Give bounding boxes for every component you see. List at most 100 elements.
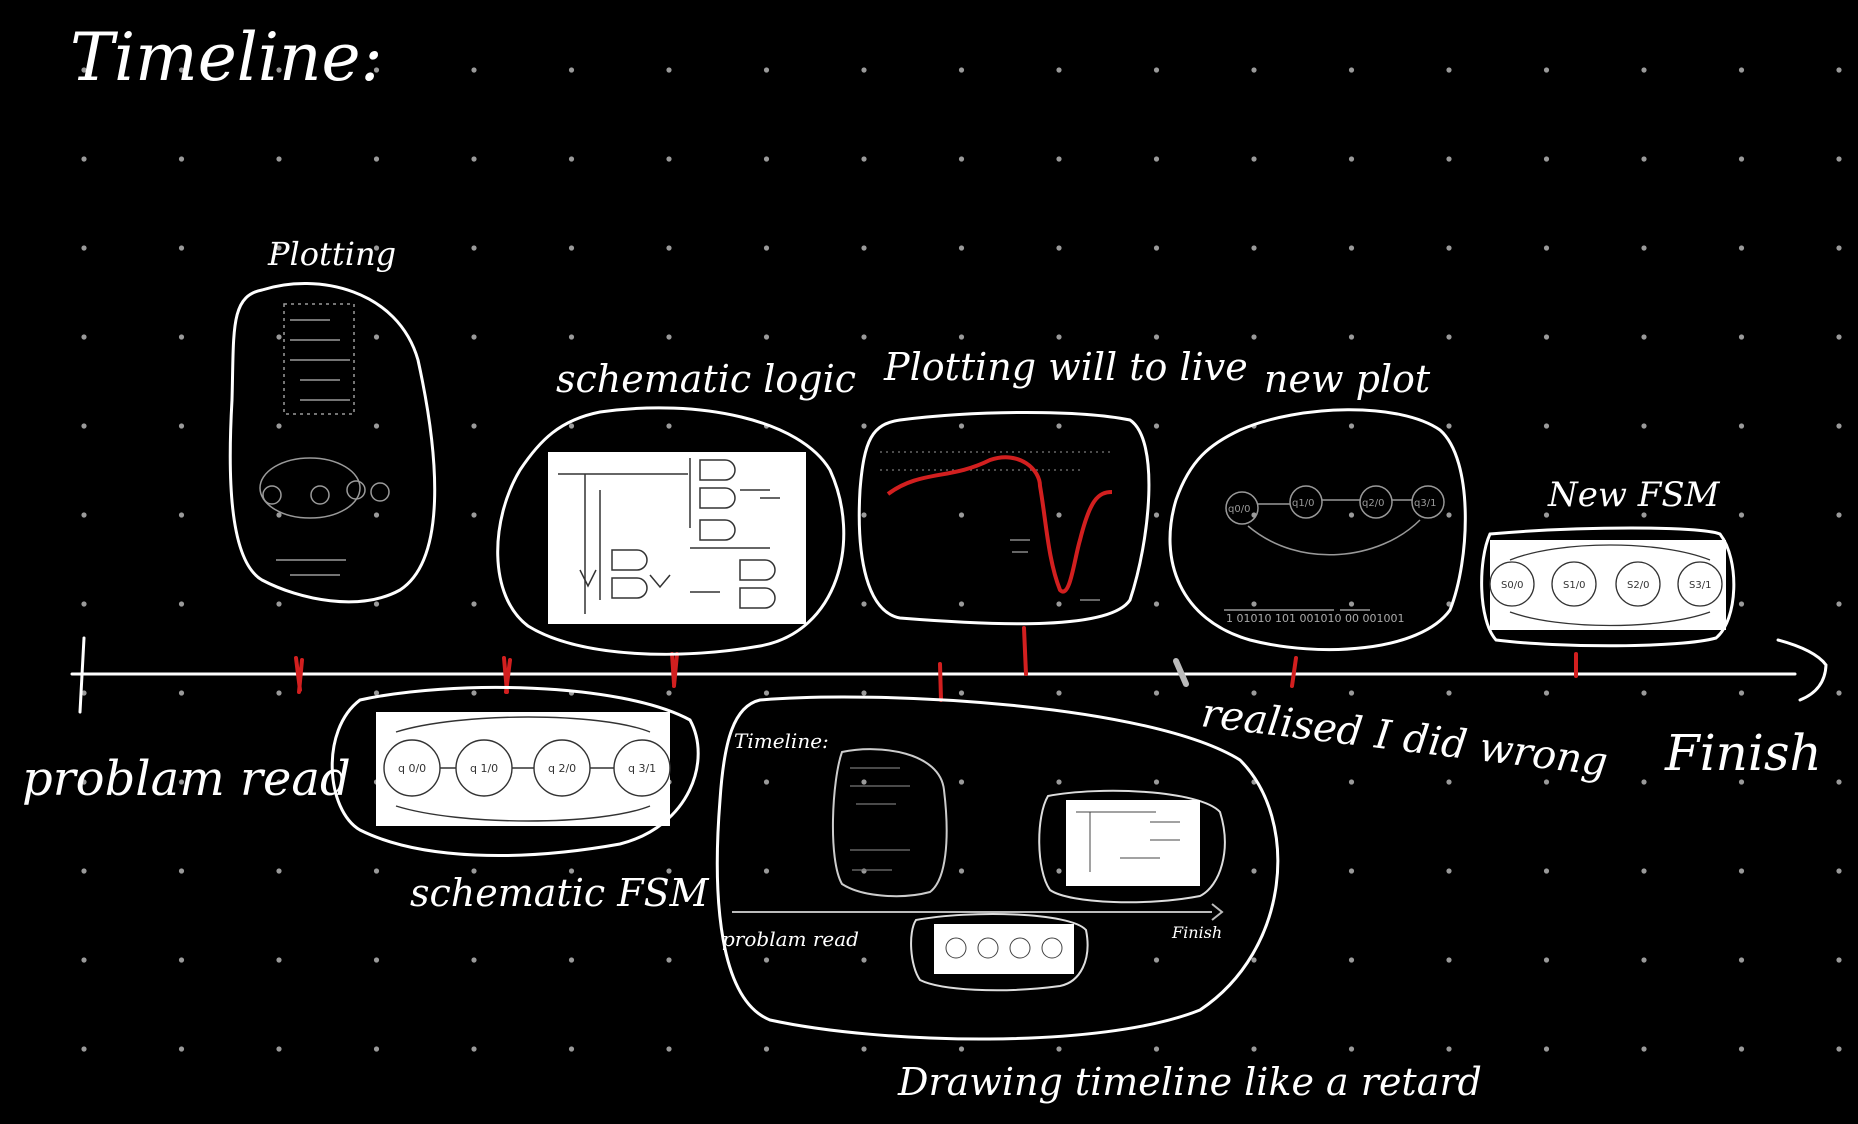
grid-dot	[1153, 1046, 1160, 1052]
grid-dot	[276, 779, 282, 785]
grid-dot	[1836, 67, 1842, 73]
grid-dot	[1836, 690, 1842, 696]
grid-dot	[568, 1046, 575, 1052]
grid-dot	[1543, 67, 1550, 73]
mini-title: Timeline:	[734, 729, 829, 753]
grid-dot	[861, 868, 867, 874]
grid-dot	[1251, 690, 1257, 696]
grid-dot	[1251, 67, 1257, 73]
event-drawing-timeline[interactable]: Timeline: problam read Finish Drawing ti…	[715, 695, 1482, 1104]
grid-dot	[81, 334, 87, 340]
grid-dot	[81, 67, 87, 73]
grid-dot	[666, 868, 672, 874]
event-plotting-will-to-live[interactable]: Plotting will to live	[857, 345, 1248, 626]
event-outline	[228, 282, 437, 604]
grid-dot	[763, 690, 770, 696]
grid-dot	[861, 67, 867, 73]
grid-dot	[1153, 245, 1160, 251]
dot-grid	[81, 67, 1842, 1052]
grid-dot	[1738, 245, 1745, 251]
grid-dot	[1348, 868, 1355, 874]
event-plotting[interactable]: Plotting	[228, 235, 437, 604]
tick-marker	[938, 662, 943, 702]
grid-dot	[1056, 245, 1062, 251]
grid-dot	[1543, 957, 1550, 963]
grid-dot	[666, 156, 672, 162]
logic-and-fsm-sketch-icon	[259, 303, 390, 576]
tick-marker	[1022, 626, 1028, 676]
grid-dot	[178, 512, 185, 518]
grid-dot	[178, 868, 185, 874]
grid-dot	[1251, 601, 1257, 607]
grid-dot	[81, 1046, 87, 1052]
mini-start-label: problam read	[722, 927, 859, 951]
event-label: schematic logic	[556, 357, 856, 401]
grid-dot	[958, 868, 965, 874]
grid-dot	[1738, 423, 1745, 429]
grid-dot	[861, 423, 867, 429]
grid-dot	[1348, 245, 1355, 251]
event-schematic-logic[interactable]: schematic logic	[496, 357, 856, 656]
grid-dot	[1738, 67, 1745, 73]
grid-dot	[1056, 1046, 1062, 1052]
grid-dot	[373, 512, 380, 518]
state-label: q 3/1	[628, 762, 656, 775]
grid-dot	[1153, 690, 1160, 696]
grid-dot	[1836, 334, 1842, 340]
event-schematic-fsm[interactable]: q 0/0 q 1/0 q 2/0 q 3/1 schematic FSM	[330, 685, 710, 915]
timeline-start-label: problam read	[22, 751, 351, 807]
grid-dot	[568, 67, 575, 73]
grid-dot	[373, 690, 380, 696]
grid-dot	[471, 1046, 477, 1052]
grid-dot	[1251, 957, 1257, 963]
grid-dot	[1056, 601, 1062, 607]
grid-dot	[1056, 156, 1062, 162]
event-new-plot[interactable]: new plot q0/0 q1/0 q2/0 q3/1 1 01010 101…	[1168, 357, 1467, 652]
grid-dot	[1641, 868, 1647, 874]
grid-dot	[958, 690, 965, 696]
grid-dot	[1836, 779, 1842, 785]
grid-dot	[1738, 156, 1745, 162]
grid-dot	[276, 957, 282, 963]
state-label: q 1/0	[470, 762, 498, 775]
state-label: S0/0	[1501, 580, 1523, 591]
grid-dot	[1641, 512, 1647, 518]
grid-dot	[958, 156, 965, 162]
grid-dot	[81, 957, 87, 963]
grid-dot	[1836, 957, 1842, 963]
grid-dot	[568, 423, 575, 429]
grid-dot	[276, 868, 282, 874]
grid-dot	[666, 957, 672, 963]
grid-dot	[1543, 779, 1550, 785]
event-new-fsm[interactable]: New FSM S0/0 S1/0 S2/0 S3/1	[1480, 475, 1736, 648]
grid-dot	[763, 779, 770, 785]
grid-dot	[178, 156, 185, 162]
grid-dot	[1056, 868, 1062, 874]
grid-dot	[958, 67, 965, 73]
grid-dot	[1641, 245, 1647, 251]
grid-dot	[1738, 690, 1745, 696]
grid-dot	[763, 245, 770, 251]
timeline-axis	[70, 636, 1828, 714]
grid-dot	[958, 779, 965, 785]
grid-dot	[373, 957, 380, 963]
grid-dot	[763, 334, 770, 340]
grid-dot	[666, 245, 672, 251]
grid-dot	[1446, 868, 1452, 874]
grid-dot	[1641, 156, 1647, 162]
grid-dot	[1153, 957, 1160, 963]
event-label: Drawing timeline like a retard	[897, 1060, 1482, 1104]
state-label: q3/1	[1414, 498, 1436, 509]
grid-dot	[1446, 67, 1452, 73]
grid-dot	[958, 601, 965, 607]
grid-dot	[276, 156, 282, 162]
grid-dot	[1348, 601, 1355, 607]
event-label: new plot	[1264, 357, 1431, 401]
grid-dot	[861, 1046, 867, 1052]
grid-dot	[178, 690, 185, 696]
grid-dot	[666, 1046, 672, 1052]
grid-dot	[1738, 957, 1745, 963]
grid-dot	[1348, 690, 1355, 696]
grid-dot	[958, 423, 965, 429]
